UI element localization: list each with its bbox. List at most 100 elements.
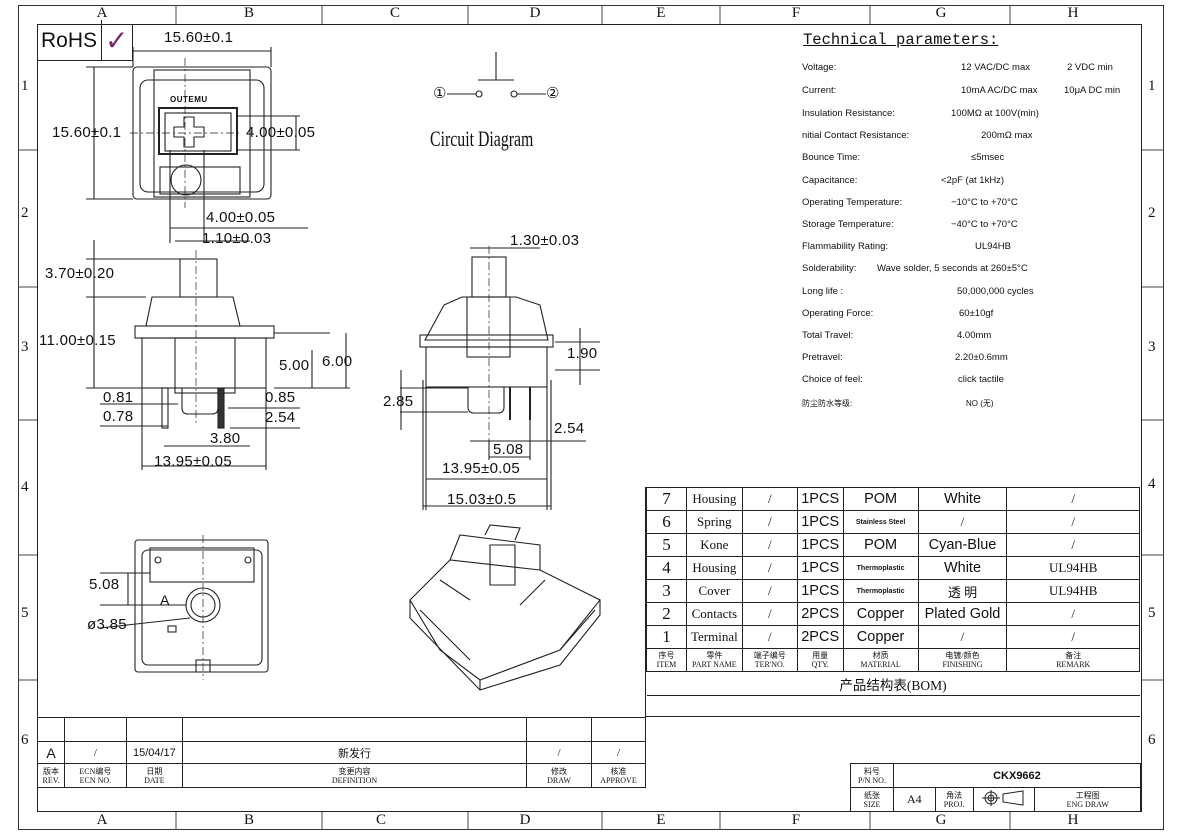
row-label: 6 [21, 732, 29, 748]
circuit-diagram [447, 52, 546, 98]
bom-part-name: Housing [685, 487, 743, 511]
tech-value: 100MΩ at 100V(min) [951, 108, 1039, 119]
row-label: 2 [21, 205, 29, 221]
tech-value: 200mΩ max [981, 130, 1033, 141]
dim-top-width: 15.60±0.1 [164, 29, 234, 46]
bom-finishing: White [917, 556, 1008, 580]
ecn-value: / [63, 741, 127, 764]
col-label: H [1067, 812, 1079, 828]
definition-value: 新发行 [181, 741, 528, 764]
col-label: E [656, 812, 666, 828]
dim-front-2-54: 2.54 [554, 420, 585, 437]
brand-logo: OUTEMU [170, 95, 208, 104]
col-label: F [791, 812, 801, 828]
bom-material: Thermoplastic [842, 579, 919, 603]
bom-item: 4 [646, 556, 687, 580]
dim-2-54: 2.54 [265, 409, 296, 426]
dim-front-stem: 1.30±0.03 [510, 232, 580, 249]
dim-5-08: 5.08 [493, 441, 524, 458]
bom-part-name: Kone [685, 533, 743, 557]
dim-stem-height: 3.70±0.20 [45, 265, 115, 282]
dim-front-width: 13.95±0.05 [442, 460, 520, 477]
tech-value: −40°C to +70°C [951, 219, 1018, 230]
row-label: 3 [1148, 339, 1156, 355]
circuit-pin2: ② [546, 85, 560, 102]
check-icon: ✓ [105, 25, 129, 56]
tech-label: Capacitance: [802, 175, 858, 186]
tech-value: <2pF (at 1kHz) [941, 175, 1005, 186]
tech-value: ≤5msec [971, 152, 1005, 163]
bom-part-name: Spring [685, 510, 743, 534]
bom-remark: / [1006, 510, 1140, 534]
bom-remark: / [1006, 533, 1140, 557]
col-label: A [96, 5, 108, 21]
rev-value: A [37, 741, 65, 764]
row-label: 3 [21, 339, 29, 355]
tech-label: Choice of feel: [802, 374, 863, 385]
row-label: 6 [1148, 732, 1156, 748]
bom-remark: / [1006, 625, 1140, 649]
col-label: D [519, 812, 531, 828]
tech-value: NO (无) [966, 399, 994, 408]
tech-label: nitial Contact Resistance: [802, 130, 910, 141]
bom-part-name: Cover [685, 579, 743, 603]
bom-material: Thermoplastic [842, 556, 919, 580]
bom-ter-no: / [741, 533, 798, 557]
draw-value: / [526, 741, 592, 764]
isometric-view [409, 524, 601, 691]
circuit-pin1: ① [433, 85, 447, 102]
tech-value: 2 VDC min [1067, 62, 1113, 73]
bom-material: Stainless Steel [842, 510, 919, 534]
col-label: G [935, 812, 947, 828]
tech-value: 2.20±0.6mm [955, 352, 1008, 363]
dim-top-height: 15.60±0.1 [52, 124, 122, 141]
inner-frame [37, 24, 1142, 812]
tech-value: click tactile [958, 374, 1004, 385]
bom-part-name: Terminal [685, 625, 743, 649]
rohs-box: RoHS ✓ [37, 20, 133, 61]
tech-title: Technical parameters: [803, 31, 999, 49]
bom-material: Copper [842, 602, 919, 626]
tech-label: Pretravel: [802, 352, 843, 363]
bom-ter-no: / [741, 510, 798, 534]
rohs-label: RoHS [41, 29, 98, 52]
tech-label: Current: [802, 85, 837, 96]
bom-title: 产品结构表(BOM) [646, 671, 1140, 696]
tech-value: 12 VAC/DC max [961, 62, 1030, 73]
bom-qty: 1PCS [796, 556, 844, 580]
circuit-title: Circuit Diagram [430, 126, 534, 151]
bom-qty: 1PCS [796, 533, 844, 557]
col-label: B [243, 812, 255, 828]
bom-finishing: 透 明 [917, 579, 1008, 603]
row-label: 5 [1148, 605, 1156, 621]
tech-label: Bounce Time: [802, 152, 861, 163]
tech-label: Storage Temperature: [802, 219, 894, 230]
tech-label: Long life : [802, 286, 844, 297]
col-label: A [96, 812, 108, 828]
dim-6-00: 6.00 [322, 353, 353, 370]
tech-label: Operating Force: [802, 308, 874, 319]
tech-label: Operating Temperature: [802, 197, 903, 208]
dim-hole: ø3.85 [87, 616, 127, 633]
size-value: A4 [892, 787, 936, 812]
tech-label: Flammability Rating: [802, 241, 889, 252]
col-label: H [1067, 5, 1079, 21]
tech-value: 10mA AC/DC max [961, 85, 1038, 96]
tech-label: Solderability: [802, 263, 857, 274]
top-view [86, 47, 308, 243]
